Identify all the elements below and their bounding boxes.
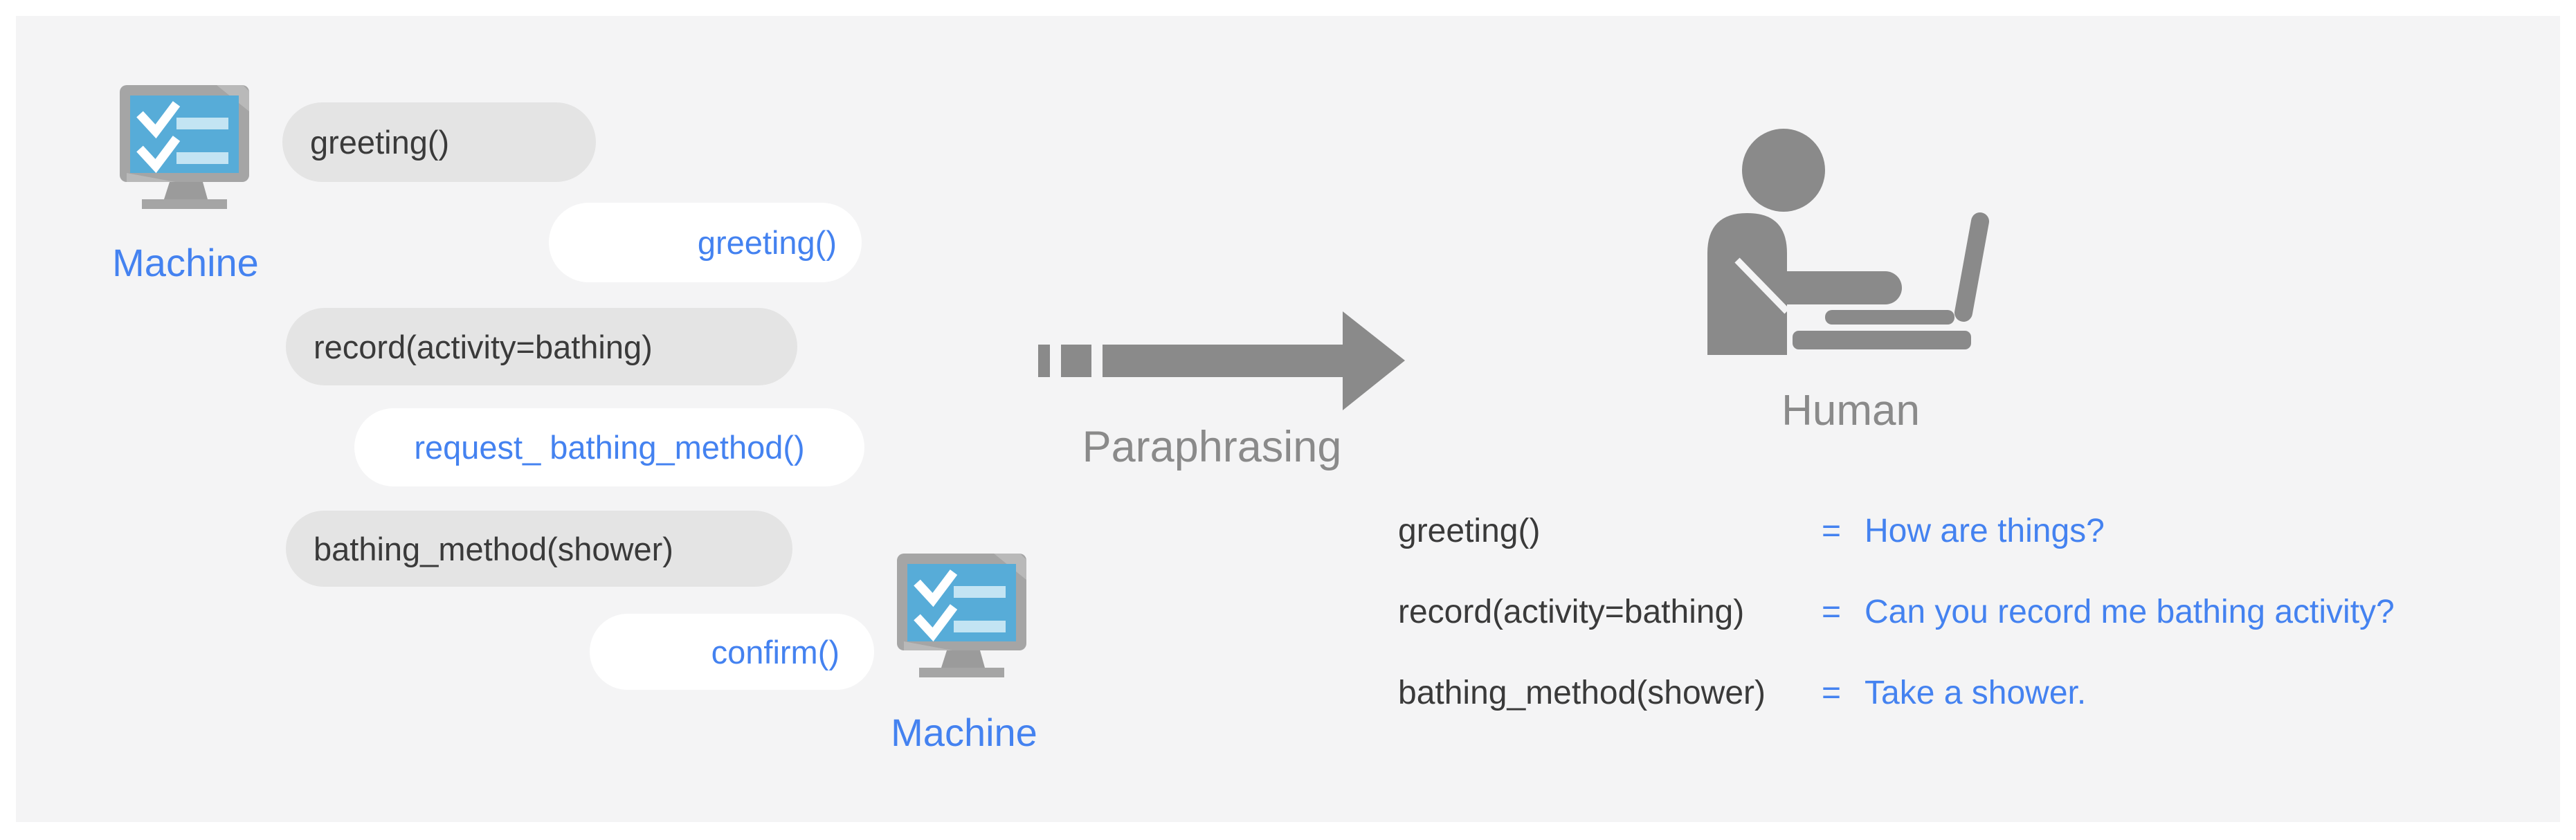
human-label: Human xyxy=(1781,387,1920,435)
mapping-phrase: How are things? xyxy=(1865,513,2105,549)
machine-bubble-greeting: greeting() xyxy=(282,102,596,182)
equals-sign: = xyxy=(1822,594,1842,630)
mapping-phrase: Can you record me bathing activity? xyxy=(1865,594,2395,630)
equals-sign: = xyxy=(1822,675,1842,711)
machine-top-label: Machine xyxy=(112,241,259,284)
machine-monitor-icon xyxy=(897,554,1026,677)
mapping-row: bathing_method(shower) = Take a shower. xyxy=(1398,673,2086,714)
machine-monitor-icon xyxy=(120,85,249,209)
mapping-row: record(activity=bathing) = Can you recor… xyxy=(1398,592,2395,633)
mapping-code: record(activity=bathing) xyxy=(1398,594,1745,630)
paraphrasing-arrow-icon xyxy=(1038,311,1405,410)
mapping-phrase: Take a shower. xyxy=(1865,675,2087,711)
paraphrase-bubble-request-bathing-method: request_ bathing_method() xyxy=(354,408,864,486)
mapping-code: bathing_method(shower) xyxy=(1398,675,1766,711)
machine-bubble-bathing-method: bathing_method(shower) xyxy=(286,511,792,587)
machine-bottom-label: Machine xyxy=(891,711,1037,754)
mapping-code: greeting() xyxy=(1398,513,1541,549)
equals-sign: = xyxy=(1822,513,1842,549)
paraphrase-bubble-greeting: greeting() xyxy=(549,203,862,282)
machine-bubble-record: record(activity=bathing) xyxy=(286,308,797,385)
paraphrase-bubble-confirm: confirm() xyxy=(590,614,874,690)
paraphrasing-label: Paraphrasing xyxy=(1082,423,1342,471)
human-at-laptop-icon xyxy=(1707,129,1989,355)
mapping-row: greeting() = How are things? xyxy=(1398,511,2105,552)
